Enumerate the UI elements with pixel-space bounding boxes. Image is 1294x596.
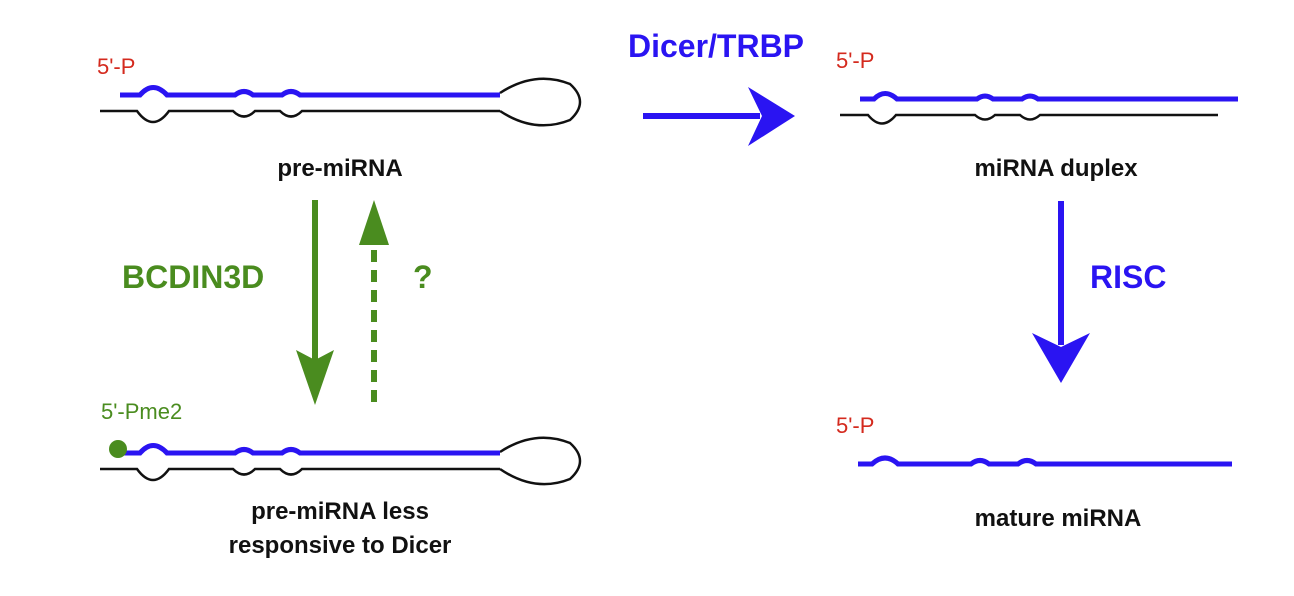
risc-arrow [1032,201,1090,383]
pre-mirna-less-label-line2: responsive to Dicer [229,532,452,559]
methylated-black-strand [100,467,500,482]
duplex-blue-strand [860,91,1238,102]
methylated-blue-strand [120,443,500,456]
pre-mirna-label: pre-miRNA [277,155,402,182]
mature-mirna-strand [858,455,1232,467]
methylated-terminal-loop [499,436,582,486]
methylated-pre-mirna-hairpin [100,436,582,486]
methyl-group-dot [109,440,127,458]
five-prime-phosphate-top-label: 5'-P [97,54,135,79]
risc-label: RISC [1090,259,1166,295]
five-prime-phosphate-mature-label: 5'-P [836,413,874,438]
bcdin3d-label: BCDIN3D [122,259,264,295]
pre-mirna-terminal-loop [499,77,582,127]
five-prime-pme2-label: 5'-Pme2 [101,399,182,424]
dicer-arrow [643,87,795,146]
reverse-dashed-arrow [359,200,389,402]
question-mark-label: ? [413,259,433,295]
mature-mirna-label: mature miRNA [975,505,1142,532]
duplex-black-strand [840,113,1218,125]
dicer-trbp-label: Dicer/TRBP [628,28,804,64]
mirna-duplex [840,91,1238,125]
mirna-duplex-label: miRNA duplex [974,155,1138,182]
pre-mirna-blue-strand [120,85,500,98]
pre-mirna-hairpin [100,77,582,127]
five-prime-phosphate-duplex-label: 5'-P [836,48,874,73]
pre-mirna-black-strand [100,109,500,124]
pre-mirna-less-label-line1: pre-miRNA less [251,498,429,525]
bcdin3d-arrow [296,200,334,405]
